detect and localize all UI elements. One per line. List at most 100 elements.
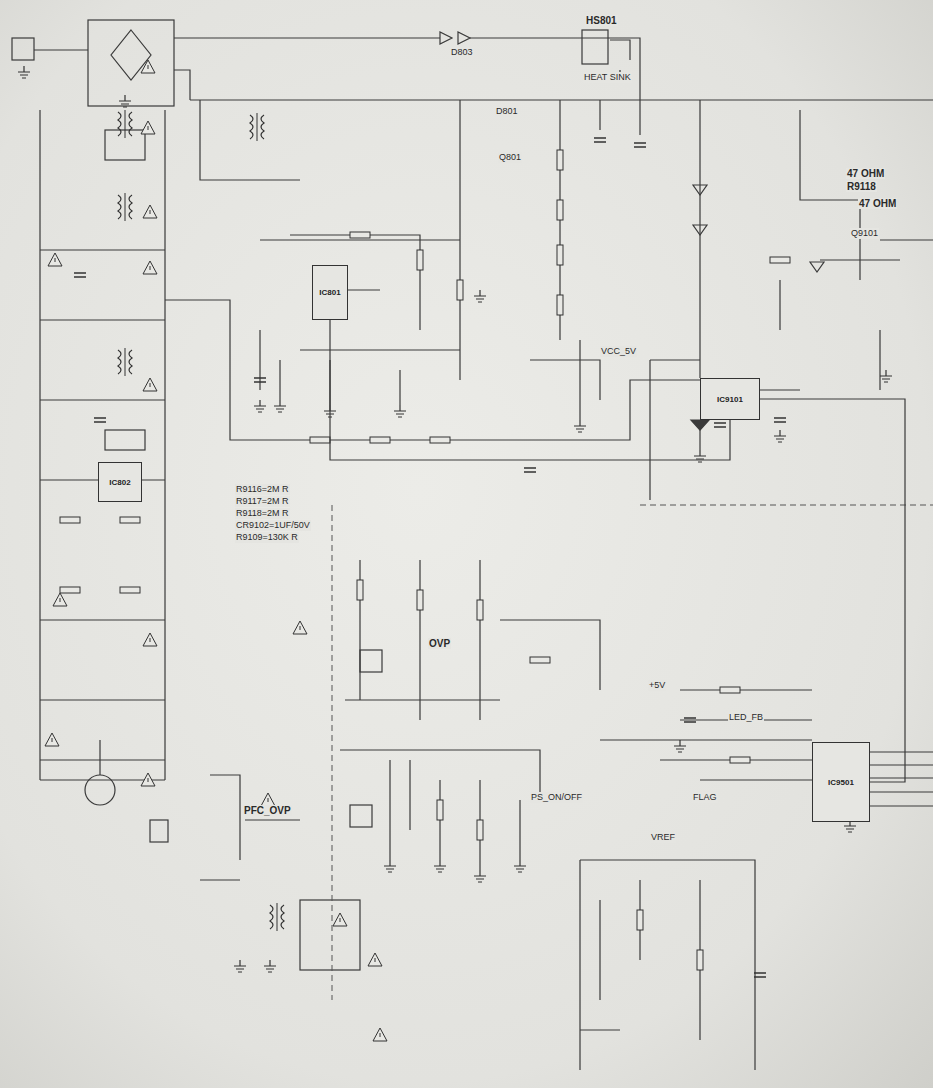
schematic-stroke	[437, 800, 443, 820]
schematic-stroke	[48, 253, 62, 266]
schematic-stroke	[693, 185, 824, 272]
schematic-stroke	[88, 20, 174, 106]
schematic-stroke	[141, 60, 155, 73]
capacitors	[74, 138, 786, 977]
schematic-stroke	[417, 250, 423, 270]
schematic-stroke	[260, 235, 460, 405]
schematic-stroke	[118, 110, 132, 138]
schematic-stroke	[118, 348, 132, 376]
schematic-stroke	[674, 740, 686, 752]
schematic-stroke	[691, 420, 709, 430]
schematic-stroke	[474, 290, 486, 302]
part-designator: IC802	[106, 478, 133, 487]
schematic-label: R9109=130K R	[235, 532, 299, 543]
schematic-label: D801	[495, 106, 519, 117]
schematic-stroke	[85, 775, 115, 805]
schematic-label: D803	[450, 47, 474, 58]
schematic-stroke	[390, 760, 520, 870]
schematic-stroke	[610, 40, 630, 60]
schematic-stroke	[580, 860, 755, 1070]
schematic-stroke	[74, 273, 86, 277]
schematic-stroke	[457, 280, 463, 300]
part-designator: IC9101	[714, 395, 746, 404]
isolation-line	[332, 505, 933, 1000]
schematic-stroke	[774, 418, 786, 422]
schematic-stroke	[34, 38, 933, 100]
schematic-stroke	[250, 113, 264, 141]
schematic-stroke	[119, 95, 131, 107]
schematic-stroke	[730, 757, 750, 763]
schematic-label: PS_ON/OFF	[530, 792, 583, 803]
schematic-stroke	[118, 193, 132, 221]
schematic-label: 47 OHM	[858, 198, 897, 209]
schematic-stroke	[254, 378, 266, 382]
schematic-stroke	[254, 400, 266, 412]
schematic-label: HS801	[585, 15, 618, 26]
schematic-stroke	[94, 418, 106, 422]
schematic-stroke	[12, 38, 34, 60]
schematic-stroke	[634, 143, 646, 147]
schematic-label: R9116=2M R	[235, 484, 290, 495]
schematic-stroke	[234, 960, 246, 972]
schematic-stroke	[143, 378, 157, 391]
schematic-stroke	[394, 405, 406, 417]
schematic-stroke	[120, 587, 140, 593]
schematic-label: VREF	[650, 832, 676, 843]
schematic-stroke	[524, 468, 536, 472]
schematic-label: LED_FB	[728, 712, 764, 723]
schematic-label: VCC_5V	[600, 346, 637, 357]
schematic-label: R9117=2M R	[235, 496, 290, 507]
ic-package: IC9101	[700, 378, 760, 420]
part-designator: IC801	[316, 288, 343, 297]
schematic-stroke	[141, 773, 155, 786]
schematic-stroke	[637, 910, 643, 930]
schematic-stroke	[373, 1028, 387, 1041]
schematic-stroke	[357, 580, 363, 600]
wire-connector	[760, 399, 905, 782]
schematic-stroke	[880, 370, 892, 382]
schematic-stroke	[310, 437, 330, 443]
schematic-stroke	[105, 430, 145, 450]
schematic-stroke	[200, 100, 700, 380]
schematic-stroke	[264, 960, 276, 972]
schematic-stroke	[368, 953, 382, 966]
schematic-stroke	[477, 600, 483, 620]
schematic-stroke	[760, 110, 933, 390]
ic-package: IC802	[98, 462, 142, 502]
schematic-stroke	[514, 860, 526, 872]
schematic-stroke	[594, 138, 606, 142]
schematic-stroke	[600, 690, 933, 806]
schematic-stroke	[754, 973, 766, 977]
schematic-stroke	[557, 295, 563, 315]
schematic-stroke	[557, 245, 563, 265]
schematic-stroke	[770, 257, 790, 263]
schematic-stroke	[574, 420, 586, 432]
schematic-stroke	[120, 517, 140, 523]
schematic-stroke	[200, 775, 300, 880]
grounds	[18, 66, 892, 972]
schematic-stroke	[477, 820, 483, 840]
schematic-stroke	[18, 66, 30, 78]
schematic-stroke	[557, 200, 563, 220]
resistors	[60, 150, 790, 970]
schematic-stroke	[714, 423, 726, 427]
schematic-stroke	[684, 718, 696, 722]
schematic-stroke	[434, 860, 446, 872]
schematic-label: OVP	[428, 638, 451, 649]
ic-package: IC801	[312, 265, 348, 320]
schematic-stroke	[274, 400, 286, 412]
schematic-label: Q9101	[850, 228, 879, 239]
schematic-stroke	[430, 437, 450, 443]
part-designator: IC9501	[825, 778, 857, 787]
schematic-label: CR9102=1UF/50V	[235, 520, 311, 531]
schematic-label: 47 OHM	[846, 168, 885, 179]
schematic-label: R9118=2M R	[235, 508, 290, 519]
warning-triangles	[45, 60, 387, 1041]
schematic-stroke	[333, 913, 347, 926]
schematic-stroke	[143, 261, 157, 274]
schematic-stroke	[350, 232, 370, 238]
ic-package: IC9501	[812, 742, 870, 822]
